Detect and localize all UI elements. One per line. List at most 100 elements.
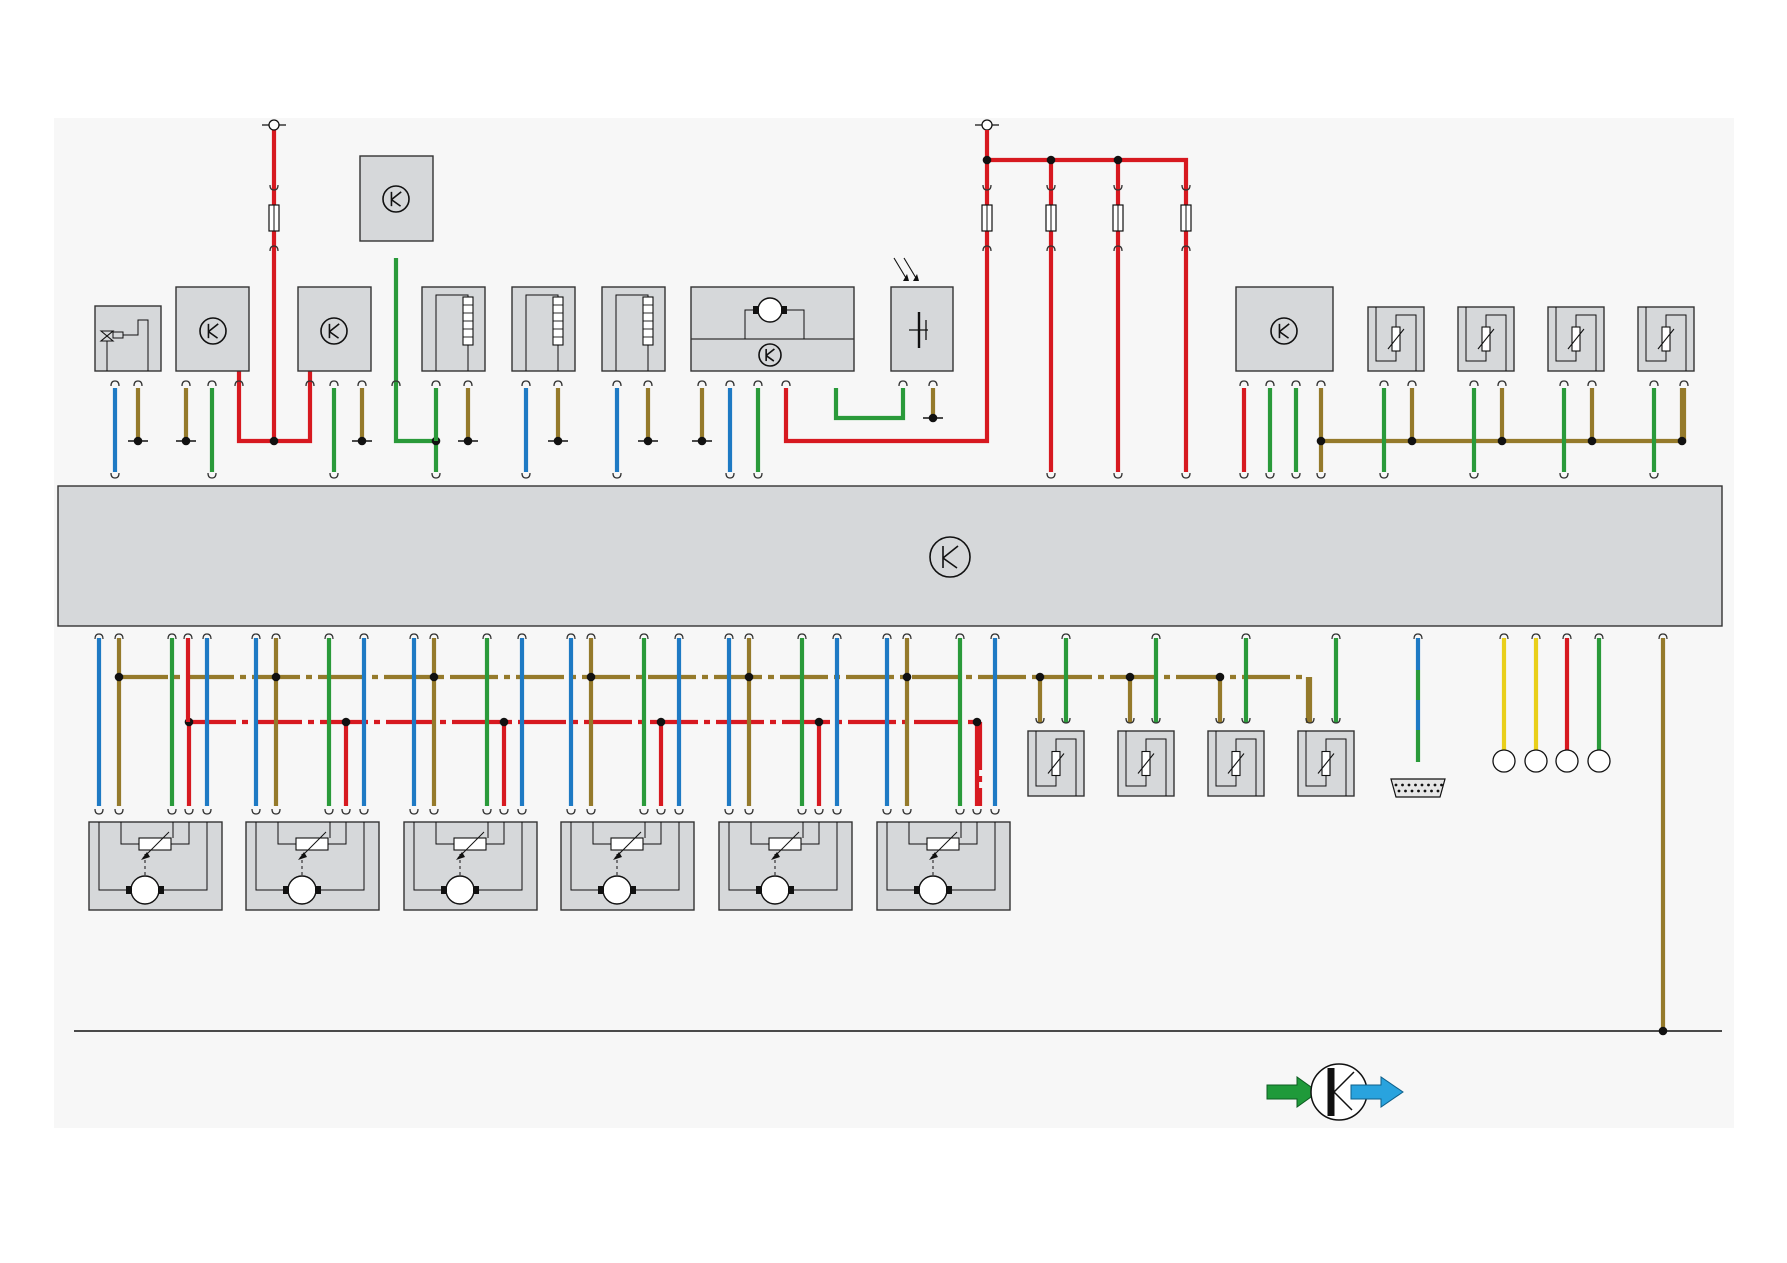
junction-dot bbox=[814, 717, 824, 727]
ground-symbol bbox=[176, 436, 196, 446]
connector bbox=[553, 380, 563, 387]
connector bbox=[1125, 717, 1135, 724]
connector bbox=[725, 380, 735, 387]
junction-dot bbox=[972, 717, 982, 727]
connector bbox=[1531, 633, 1541, 640]
connector bbox=[902, 633, 912, 640]
temp-sensor-top-1 bbox=[1367, 306, 1425, 372]
connector bbox=[482, 808, 492, 815]
light-arrow bbox=[893, 257, 907, 279]
climate-control-unit bbox=[57, 485, 1723, 627]
connector bbox=[1241, 633, 1251, 640]
connector bbox=[357, 380, 367, 387]
connector bbox=[1316, 472, 1326, 479]
connector bbox=[724, 633, 734, 640]
connector bbox=[521, 472, 531, 479]
junction-dot bbox=[744, 672, 754, 682]
connector bbox=[902, 808, 912, 815]
connector bbox=[1046, 184, 1056, 191]
fuse-4 bbox=[1112, 204, 1124, 232]
connector bbox=[329, 472, 339, 479]
remote-control-module bbox=[359, 155, 434, 242]
connector bbox=[202, 633, 212, 640]
connector bbox=[1265, 472, 1275, 479]
connector bbox=[656, 808, 666, 815]
connector bbox=[797, 808, 807, 815]
connector bbox=[1559, 380, 1569, 387]
connector bbox=[639, 808, 649, 815]
K-icon bbox=[320, 317, 348, 345]
flap-motor-6 bbox=[876, 821, 1011, 911]
connector bbox=[1215, 717, 1225, 724]
connector bbox=[463, 380, 473, 387]
temp-sensor-top-2 bbox=[1457, 306, 1515, 372]
connector bbox=[928, 380, 938, 387]
connector bbox=[431, 472, 441, 479]
connector bbox=[114, 633, 124, 640]
connector bbox=[724, 808, 734, 815]
ground-symbol bbox=[638, 436, 658, 446]
K-icon bbox=[758, 343, 782, 367]
connector bbox=[1181, 184, 1191, 191]
connector bbox=[167, 633, 177, 640]
connector bbox=[674, 633, 684, 640]
connector bbox=[1151, 633, 1161, 640]
connector bbox=[639, 633, 649, 640]
motor-icon bbox=[598, 875, 636, 905]
motor-icon bbox=[753, 297, 787, 323]
heater-element-2 bbox=[511, 286, 576, 372]
junction-dot bbox=[429, 672, 439, 682]
connector bbox=[1316, 380, 1326, 387]
sun-sensor-housing bbox=[890, 286, 954, 372]
valve-icon bbox=[99, 330, 115, 342]
connector bbox=[409, 808, 419, 815]
temp-sensor-bottom-3 bbox=[1207, 730, 1265, 797]
connector bbox=[429, 633, 439, 640]
connector bbox=[1046, 472, 1056, 479]
junction-dot bbox=[271, 672, 281, 682]
control-module-2 bbox=[297, 286, 372, 372]
connector bbox=[207, 380, 217, 387]
connector bbox=[202, 808, 212, 815]
connector bbox=[207, 472, 217, 479]
connector bbox=[643, 380, 653, 387]
connector bbox=[1587, 380, 1597, 387]
connector bbox=[271, 633, 281, 640]
connector bbox=[744, 633, 754, 640]
heater-element-1 bbox=[421, 286, 486, 372]
connector bbox=[359, 808, 369, 815]
connector bbox=[269, 184, 279, 191]
connector bbox=[1291, 472, 1301, 479]
connector bbox=[271, 808, 281, 815]
connector bbox=[1151, 717, 1161, 724]
motor-icon bbox=[914, 875, 952, 905]
connector bbox=[251, 808, 261, 815]
connector bbox=[753, 380, 763, 387]
fuse-1 bbox=[268, 204, 280, 232]
connector bbox=[341, 808, 351, 815]
connector bbox=[1061, 633, 1071, 640]
junction-dot bbox=[1125, 672, 1135, 682]
junction-dot bbox=[982, 155, 992, 165]
connector bbox=[181, 380, 191, 387]
junction-dot bbox=[902, 672, 912, 682]
junction-dot bbox=[1677, 436, 1687, 446]
connector bbox=[1658, 633, 1668, 640]
connector bbox=[1499, 633, 1509, 640]
connector bbox=[990, 633, 1000, 640]
heater-housing bbox=[601, 286, 666, 372]
connector bbox=[1291, 380, 1301, 387]
connector bbox=[1497, 380, 1507, 387]
connector bbox=[167, 808, 177, 815]
connector bbox=[517, 808, 527, 815]
junction-dot bbox=[586, 672, 596, 682]
connector bbox=[586, 633, 596, 640]
junction-dot bbox=[114, 672, 124, 682]
temp-sensor-bottom-1 bbox=[1027, 730, 1085, 797]
connector bbox=[94, 808, 104, 815]
flap-motor-5 bbox=[718, 821, 853, 911]
motor-icon bbox=[441, 875, 479, 905]
connector bbox=[499, 808, 509, 815]
ground-symbol bbox=[352, 436, 372, 446]
